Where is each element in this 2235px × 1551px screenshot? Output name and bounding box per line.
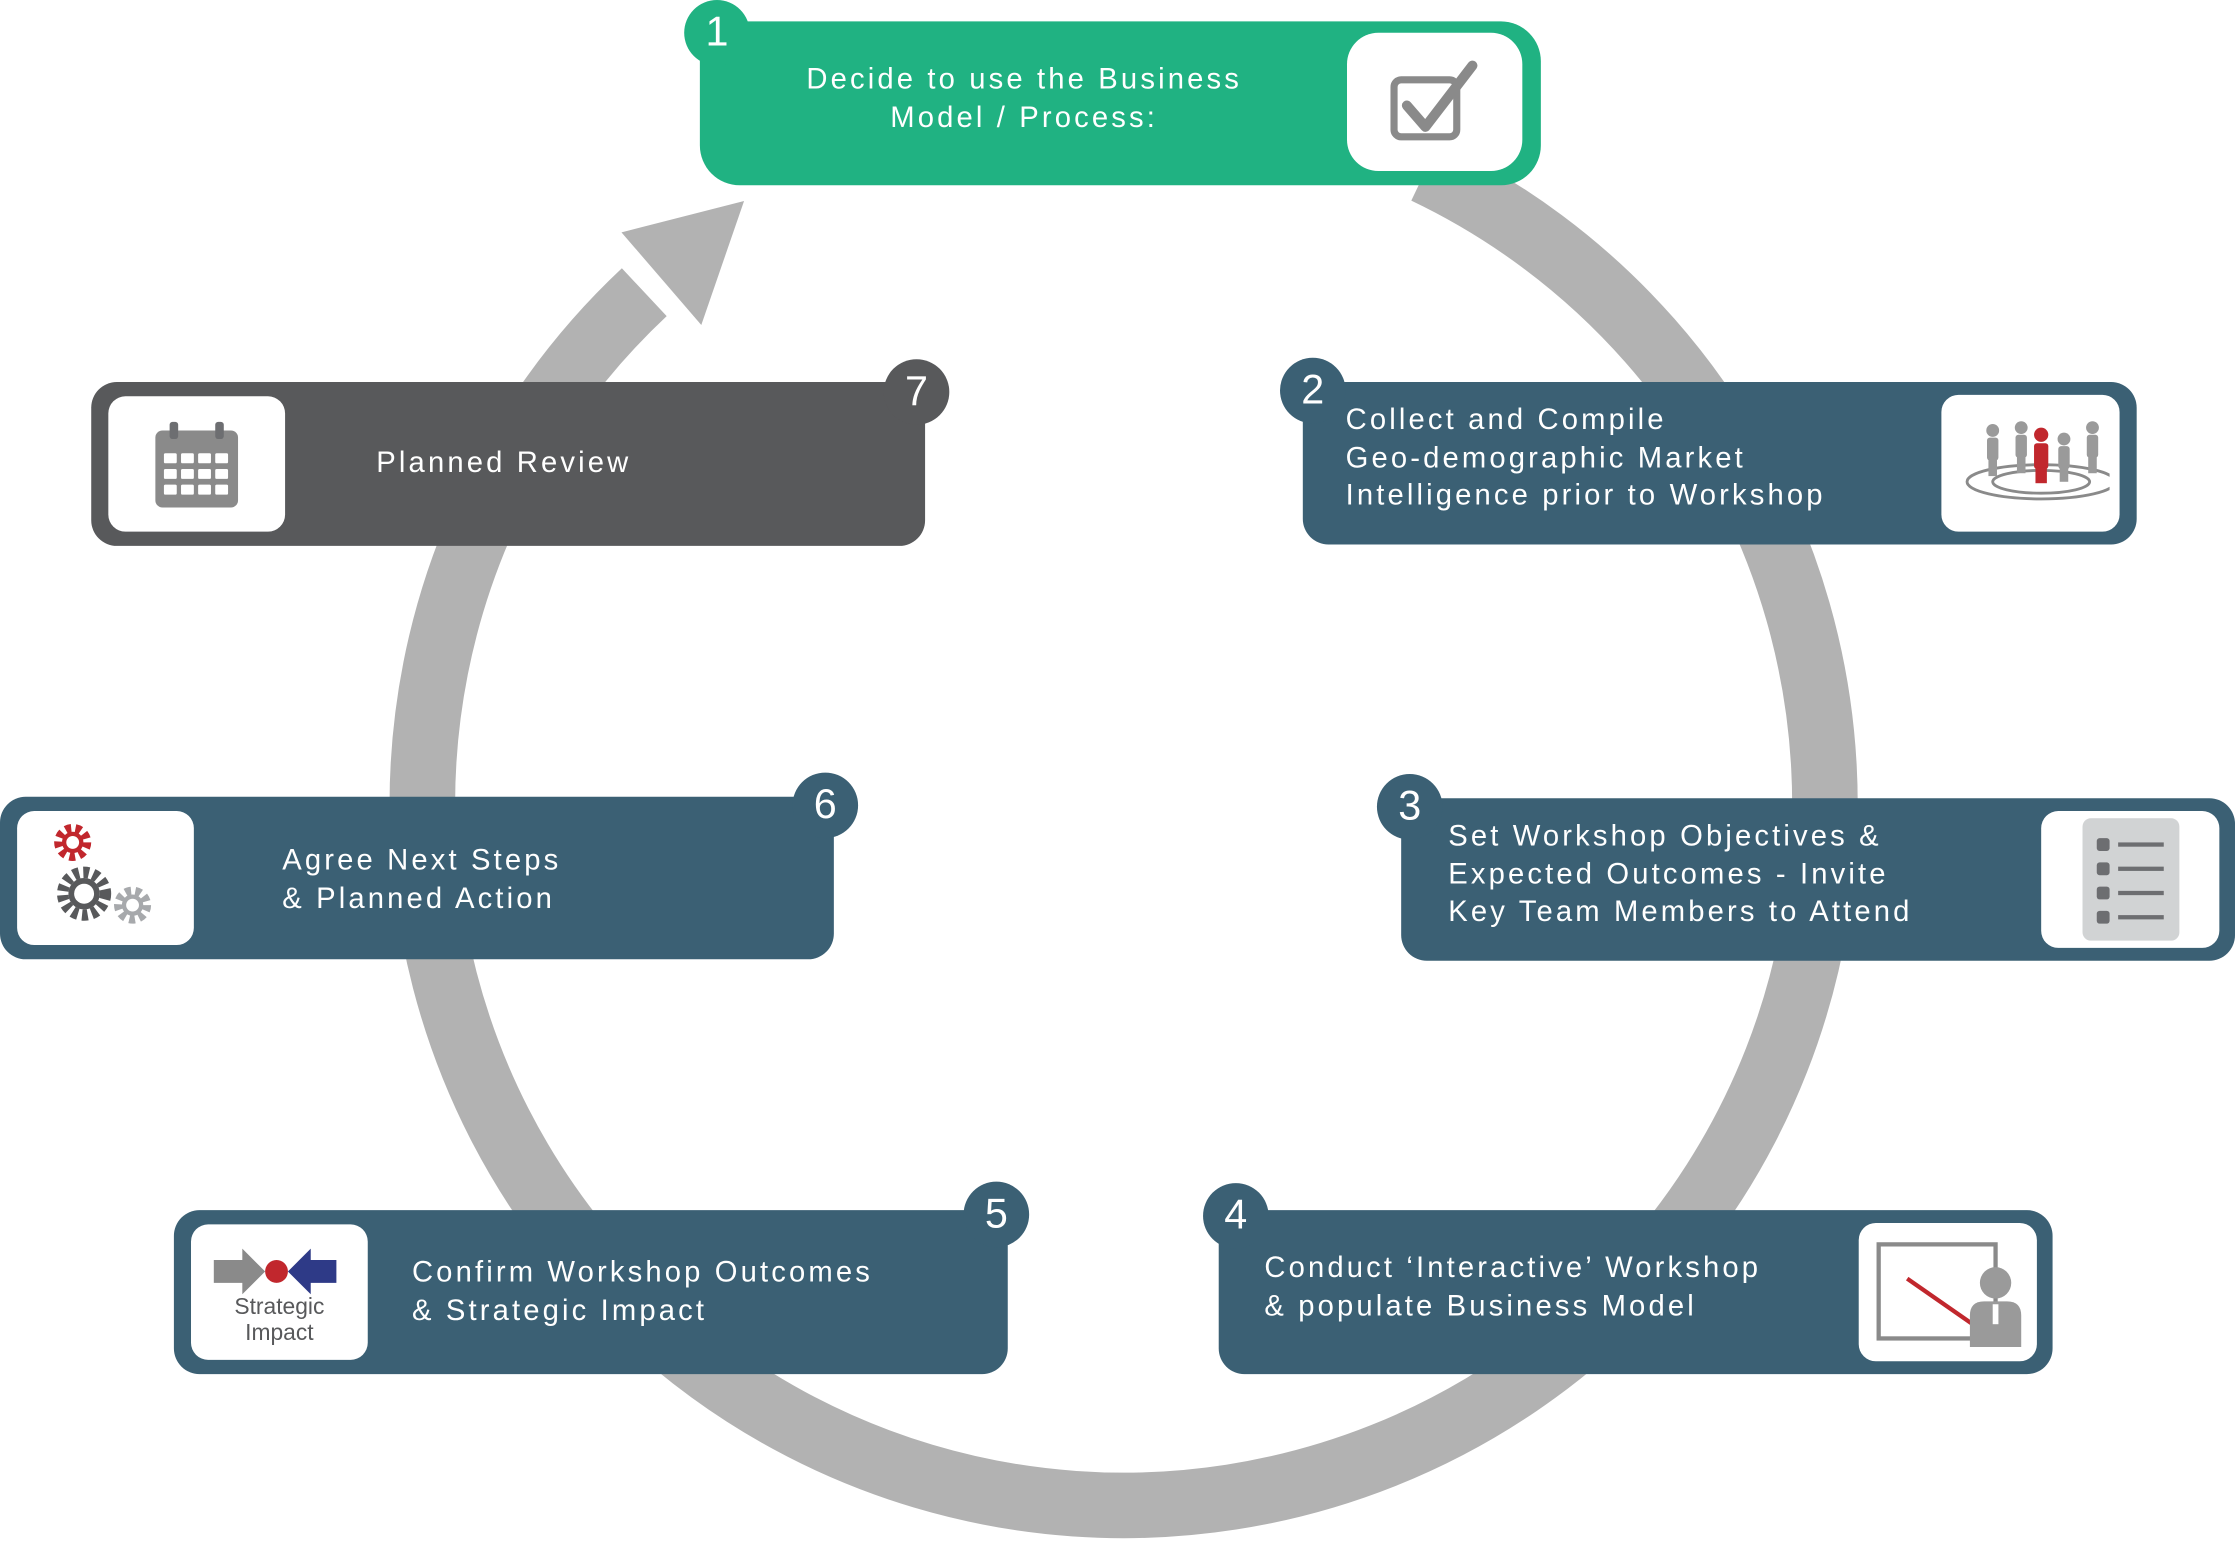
step-4-box: Conduct ‘Interactive’ Workshop & populat… bbox=[1218, 1210, 2053, 1375]
step-3-badge: 3 bbox=[1376, 773, 1443, 840]
step-6-badge: 6 bbox=[792, 772, 859, 839]
step-6-icon-box bbox=[17, 811, 194, 946]
step-2-badge: 2 bbox=[1280, 357, 1346, 424]
step-1-badge: 1 bbox=[684, 0, 750, 66]
strategic-impact-icon bbox=[213, 1248, 337, 1295]
step-1-text: Decide to use the Business Model / Proce… bbox=[806, 62, 1242, 134]
step-2-icon-box bbox=[1941, 394, 2120, 532]
step-3-text: Set Workshop Objectives & Expected Outco… bbox=[1448, 819, 1913, 928]
step-7-text: Planned Review bbox=[376, 446, 632, 479]
step-5-badge: 5 bbox=[963, 1181, 1030, 1248]
step-2-box: Collect and Compile Geo-demographic Mark… bbox=[1302, 382, 2137, 545]
gears-icon bbox=[54, 823, 152, 924]
step-5-icon-box: Strategic Impact bbox=[191, 1224, 368, 1360]
step-3-icon-box bbox=[2041, 811, 2220, 948]
step-7-box: Planned Review bbox=[91, 382, 926, 546]
checklist-icon bbox=[2081, 818, 2179, 941]
step-7-icon-box bbox=[108, 396, 286, 532]
presenter-icon bbox=[1875, 1241, 2021, 1347]
step-1-box: Decide to use the Business Model / Proce… bbox=[699, 21, 1541, 186]
target-audience-icon bbox=[1964, 421, 2109, 501]
step-7-badge: 7 bbox=[883, 359, 950, 425]
step-6-text: Agree Next Steps & Planned Action bbox=[282, 843, 562, 915]
step-6-box: Agree Next Steps & Planned Action bbox=[0, 796, 834, 960]
step-2-text: Collect and Compile Geo-demographic Mark… bbox=[1345, 403, 1826, 512]
step-4-badge: 4 bbox=[1203, 1183, 1269, 1249]
checkbox-icon bbox=[1389, 59, 1477, 140]
step-5-box: Strategic Impact Confirm Workshop Outcom… bbox=[173, 1210, 1008, 1375]
strategic-impact-caption: Strategic Impact bbox=[234, 1295, 325, 1346]
step-5-text: Confirm Workshop Outcomes & Strategic Im… bbox=[411, 1255, 874, 1327]
step-4-icon-box bbox=[1858, 1222, 2037, 1362]
step-3-box: Set Workshop Objectives & Expected Outco… bbox=[1401, 798, 2235, 961]
cycle-arrowhead-icon bbox=[621, 200, 745, 325]
step-1-icon-box bbox=[1347, 32, 1523, 172]
calendar-icon bbox=[155, 421, 239, 507]
step-4-text: Conduct ‘Interactive’ Workshop & populat… bbox=[1264, 1251, 1762, 1323]
